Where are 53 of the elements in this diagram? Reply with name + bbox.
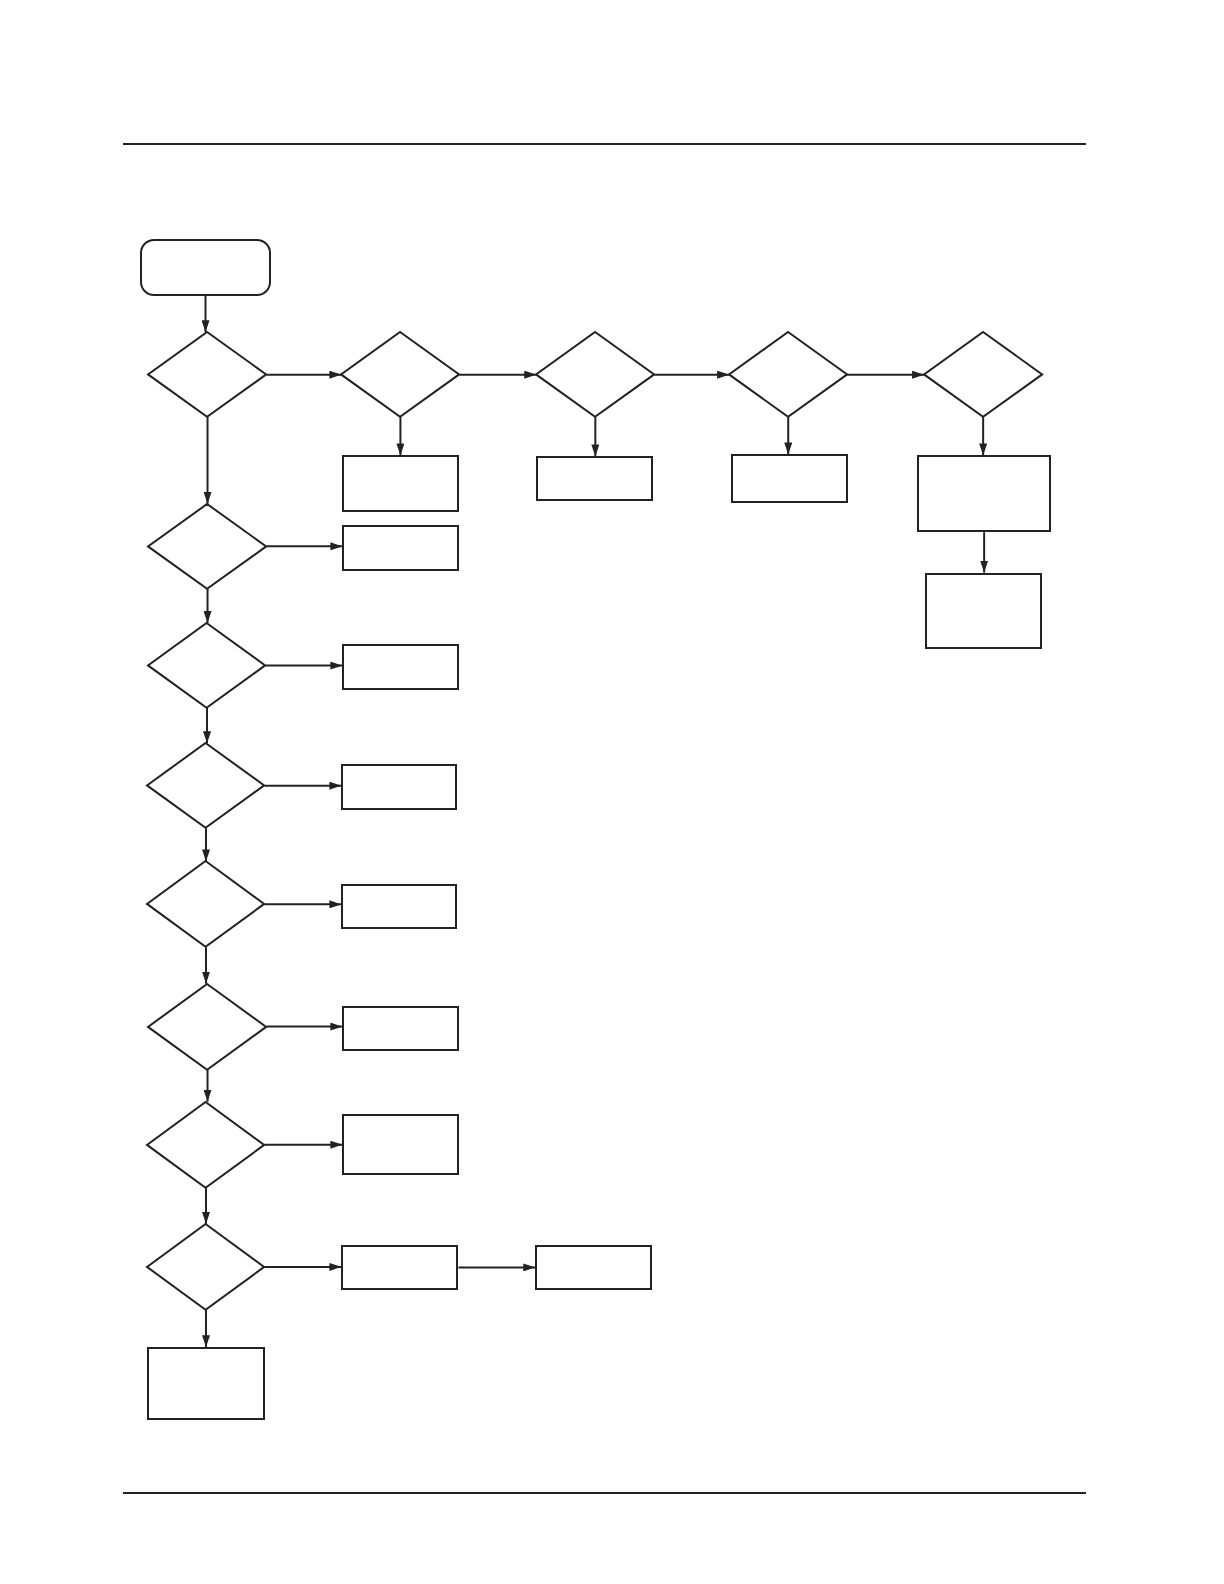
process-box bbox=[341, 883, 458, 930]
arrow bbox=[263, 1262, 343, 1271]
decision-diamond bbox=[536, 332, 655, 418]
process-box bbox=[342, 644, 460, 690]
arrow bbox=[202, 1186, 210, 1225]
process-box bbox=[341, 1245, 459, 1290]
decision-diamond bbox=[924, 332, 1043, 418]
arrow bbox=[203, 416, 212, 505]
arrow bbox=[265, 1022, 344, 1031]
arrow bbox=[457, 1263, 537, 1272]
decision-diamond bbox=[729, 332, 848, 418]
arrow bbox=[264, 661, 344, 670]
arrow bbox=[263, 781, 343, 790]
decision-diamond bbox=[147, 1101, 265, 1188]
process-box bbox=[341, 764, 458, 810]
decision-diamond bbox=[147, 743, 265, 829]
arrow bbox=[202, 946, 210, 985]
arrow bbox=[979, 416, 988, 457]
arrow bbox=[202, 827, 210, 863]
arrow bbox=[846, 370, 926, 379]
arrow bbox=[784, 416, 793, 456]
arrow bbox=[263, 900, 343, 909]
arrow bbox=[653, 370, 731, 379]
arrow bbox=[980, 531, 989, 574]
decision-diamond bbox=[148, 503, 267, 589]
arrow bbox=[263, 1140, 344, 1149]
process-box bbox=[342, 525, 460, 571]
arrow bbox=[203, 1068, 212, 1103]
arrow bbox=[591, 416, 600, 458]
start-terminal bbox=[140, 239, 271, 296]
arrow bbox=[265, 542, 344, 551]
process-box bbox=[536, 456, 654, 501]
decision-diamond bbox=[147, 1224, 265, 1310]
arrow bbox=[201, 294, 210, 334]
process-box bbox=[731, 454, 849, 503]
decision-diamond bbox=[341, 332, 460, 418]
process-box bbox=[342, 1005, 460, 1052]
decision-diamond bbox=[147, 861, 265, 948]
decision-diamond bbox=[148, 332, 267, 418]
arrow bbox=[203, 706, 212, 745]
process-box bbox=[917, 455, 1052, 533]
process-box bbox=[342, 455, 460, 512]
arrow bbox=[265, 370, 343, 379]
decision-diamond bbox=[148, 983, 267, 1070]
arrow bbox=[203, 587, 212, 625]
arrow bbox=[396, 416, 405, 457]
process-box bbox=[147, 1347, 265, 1420]
process-box bbox=[535, 1245, 653, 1290]
process-box bbox=[342, 1113, 460, 1175]
decision-diamond bbox=[148, 623, 266, 708]
arrow bbox=[202, 1308, 210, 1349]
process-box bbox=[925, 572, 1043, 650]
arrow bbox=[458, 370, 538, 379]
